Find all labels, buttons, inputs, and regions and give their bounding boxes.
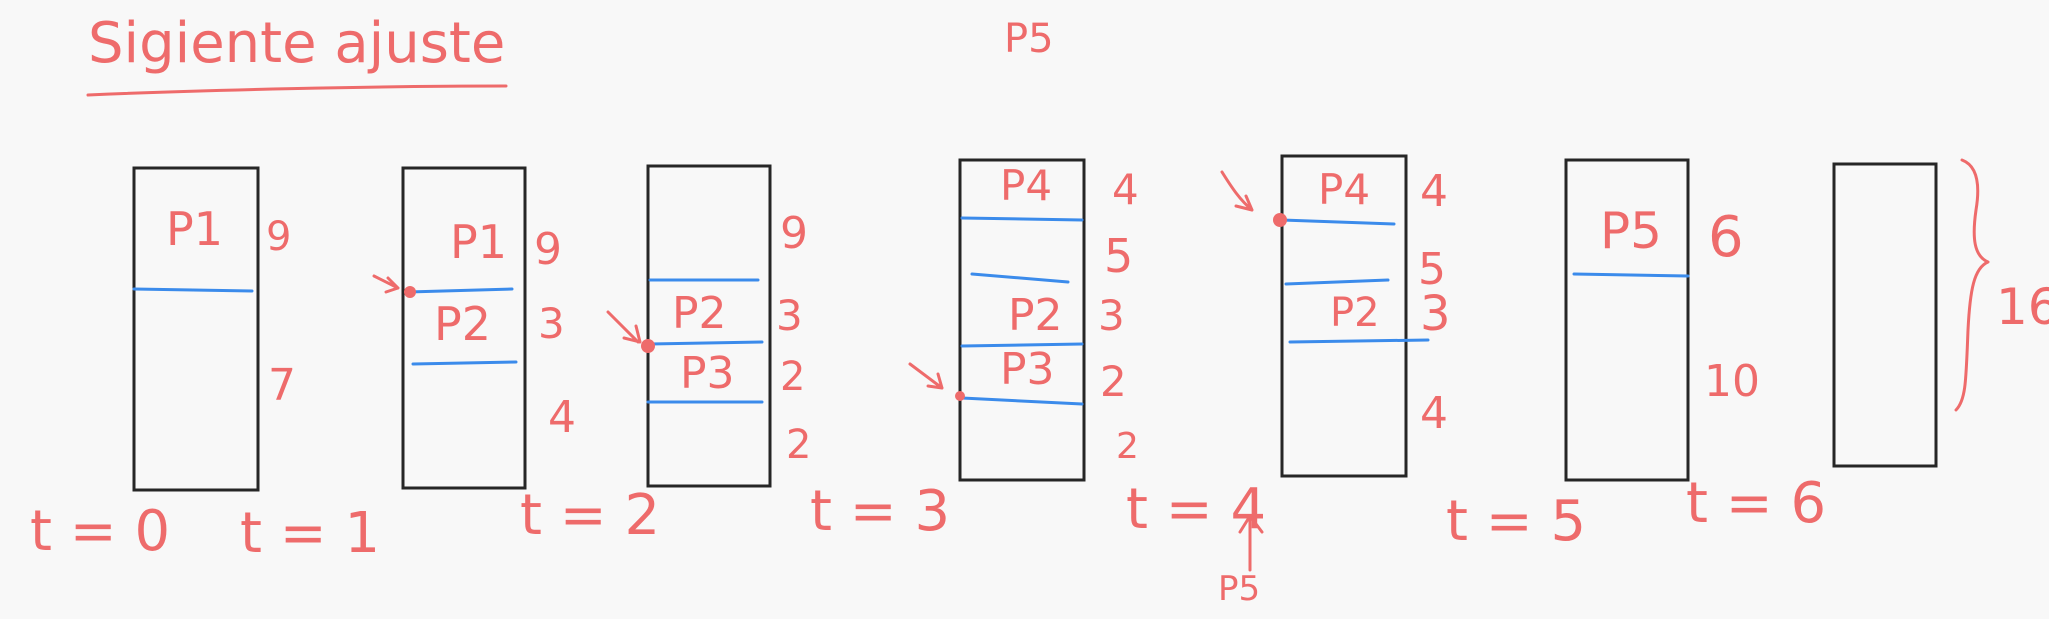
block-size: 5	[1104, 229, 1133, 283]
pointer-dot	[404, 286, 416, 298]
partition-divider	[960, 216, 1084, 222]
block-size: 4	[1420, 166, 1448, 217]
title-underline	[86, 84, 508, 97]
time-label: t = 0	[30, 499, 170, 564]
block-label: P4	[1318, 165, 1370, 214]
partition-divider	[960, 396, 1084, 406]
block-label: P4	[1000, 161, 1052, 210]
block-size: 4	[548, 392, 576, 443]
block-size: 5	[1418, 244, 1446, 295]
block-label: P3	[680, 348, 735, 399]
partition-divider	[1288, 338, 1430, 344]
partition-divider	[1572, 272, 1690, 278]
pointer-arrow	[606, 310, 642, 344]
block-size: 4	[1420, 388, 1448, 439]
block-label: P2	[1008, 290, 1063, 341]
top-label: P5	[1004, 16, 1054, 62]
memory-box	[132, 166, 260, 492]
memory-box	[1280, 154, 1408, 478]
partition-divider	[960, 342, 1084, 348]
block-label: P2	[672, 288, 727, 339]
block-label: P3	[1000, 344, 1055, 395]
partition-divider	[648, 340, 764, 346]
time-label: t = 6	[1686, 471, 1826, 536]
block-size: 10	[1704, 356, 1760, 407]
memory-box	[401, 166, 527, 490]
pointer-dot	[641, 339, 655, 353]
block-label: P1	[166, 202, 223, 256]
block-label: P2	[434, 297, 491, 351]
time-label: t = 1	[240, 501, 380, 566]
brace	[1954, 158, 1990, 412]
pointer-dot	[955, 391, 965, 401]
block-size: 9	[534, 224, 562, 275]
pointer-arrow	[372, 274, 400, 294]
arrival-label: P5	[1218, 569, 1260, 609]
block-size: 7	[268, 360, 296, 411]
block-size: 2	[780, 354, 805, 400]
partition-divider	[970, 272, 1070, 284]
memory-box	[1564, 158, 1690, 482]
snapshot-t1: P1 P2 9 3 4 t = 1	[240, 166, 576, 566]
snapshot-t2: P2 P3 9 3 2 2 t = 2	[520, 164, 811, 548]
memory-box	[958, 158, 1086, 482]
snapshot-t6: 16 t = 6	[1686, 158, 2049, 536]
pointer-arrow	[1220, 170, 1254, 212]
partition-divider	[411, 360, 518, 366]
block-size: 9	[780, 208, 808, 259]
block-size: 2	[1100, 357, 1127, 406]
pointer-arrow	[908, 362, 944, 390]
pointer-dot	[1273, 213, 1287, 227]
time-label: t = 5	[1446, 489, 1586, 554]
block-size: 6	[1708, 205, 1744, 270]
block-size: 2	[786, 422, 811, 468]
block-label: P2	[1330, 290, 1380, 336]
block-size: 3	[776, 291, 803, 340]
snapshot-t3: P4 P2 P3 4 5 3 2 2 t = 3	[810, 158, 1139, 544]
time-label: t = 3	[810, 479, 950, 544]
partition-divider	[132, 287, 254, 293]
time-label: t = 2	[520, 483, 660, 548]
partition-divider	[406, 287, 514, 294]
block-label: P5	[1600, 202, 1662, 260]
block-size: 2	[1116, 426, 1139, 467]
snapshot-t4: P4 P2 4 5 3 4 t = 4 P5	[1126, 154, 1451, 609]
block-size: 9	[266, 214, 291, 260]
snapshot-t0: P1 9 7 t = 0	[30, 166, 296, 564]
block-size: 4	[1112, 165, 1139, 214]
snapshot-t5: P5 6 10 t = 5	[1446, 158, 1760, 554]
partition-divider	[1280, 218, 1396, 226]
page-title: Sigiente ajuste	[88, 11, 505, 76]
block-label: P1	[450, 215, 507, 269]
block-size: 3	[1098, 291, 1125, 340]
memory-box	[646, 164, 772, 488]
arrival-arrow	[1238, 514, 1264, 572]
memory-box	[1832, 162, 1938, 468]
block-size: 3	[538, 299, 565, 348]
brace-label: 16	[1996, 278, 2049, 336]
time-label: t = 4	[1126, 477, 1266, 542]
partition-divider	[1284, 278, 1390, 286]
block-size: 3	[1420, 286, 1451, 342]
